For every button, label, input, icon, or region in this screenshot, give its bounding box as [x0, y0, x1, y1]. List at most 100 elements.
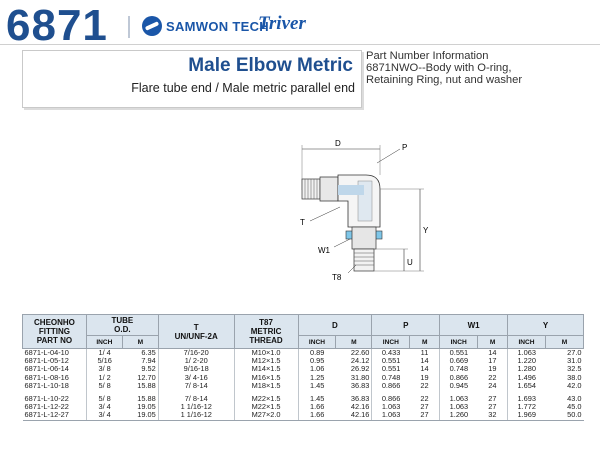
male-metric-end: [353, 248, 375, 272]
cell-w1-m: 24: [488, 380, 497, 390]
cell-d-m: 26.92: [350, 364, 370, 374]
cell-d-m: 31.80: [350, 372, 370, 382]
part-info-heading: Part Number Information: [366, 50, 489, 62]
cell-p-m: 22: [420, 394, 429, 404]
cell-t87: M22×1.5: [233, 403, 298, 412]
cell-y-m: 31.0: [567, 356, 582, 366]
cell-tube-m: 19.05: [122, 411, 159, 421]
cell-p-m: 22: [420, 380, 429, 390]
cell-tube-m: 15.88: [137, 394, 156, 404]
cell-t87: M16×1.5: [233, 373, 298, 382]
cell-w1-inch: 0.748: [439, 365, 478, 374]
header-d: D: [297, 314, 373, 336]
cell-w1-m: 14: [488, 348, 497, 357]
dimension-table-wrapper: CHEONHO FITTING PART NO TUBE O.D. T UN/U…: [22, 314, 585, 421]
cell-y-m: 38.0: [567, 372, 582, 382]
subheader-y-inch: INCH: [507, 335, 546, 349]
cell-w1-m: 22: [488, 372, 497, 382]
cell-d-inch: 1.66: [297, 403, 336, 412]
cell-t: 3/ 4-16: [157, 373, 235, 382]
subheader-tube-inch: INCH: [85, 335, 123, 349]
cell-tube-inch: 1/ 4: [85, 348, 123, 358]
cell-tube-m: 6.35: [141, 348, 156, 357]
cell-w1-m: 27: [488, 402, 497, 412]
cell-part-no: 6871-L-12-27: [22, 411, 87, 421]
table-row: 6871-L-10-18 5/ 8 15.88 7/ 8-14 M18×1.5 …: [23, 380, 584, 391]
header-t-line2: UN/UNF-2A: [174, 331, 218, 341]
cell-t87: M27×2.0: [233, 411, 298, 421]
table-row: 6871-L-12-22 3/ 4 19.05 1 1/16-12 M22×1.…: [23, 402, 584, 412]
header-y: Y: [507, 314, 584, 336]
cell-tube-inch: 5/16: [85, 356, 123, 366]
cell-d-inch: 0.89: [297, 348, 336, 358]
cell-t: 7/ 8-14: [157, 394, 235, 404]
cell-y-inch: 1.220: [507, 356, 546, 366]
cell-part-no: 6871-L-10-22: [24, 394, 69, 404]
cell-t: 1/ 2-20: [157, 356, 235, 366]
header-t-line1: T: [193, 322, 199, 332]
cell-tube-m: 7.94: [141, 356, 156, 366]
cell-t87: M18×1.5: [233, 381, 298, 391]
cell-p-inch: 1.063: [371, 403, 410, 412]
cell-y-inch: 1.654: [507, 381, 546, 391]
cell-part-no: 6871-L-10-18: [24, 380, 69, 390]
table-row: 6871-L-08-16 1/ 2 12.70 3/ 4-16 M16×1.5 …: [23, 372, 584, 382]
cell-w1-m: 27: [488, 394, 497, 404]
cell-p-m: 14: [420, 364, 429, 374]
header-t87-line2: METRIC: [250, 327, 282, 336]
cell-tube-inch: 5/ 8: [85, 394, 123, 404]
part-info-line-2: Retaining Ring, nut and washer: [366, 74, 523, 86]
cell-t87: M12×1.5: [233, 356, 298, 366]
cell-tube-m: 19.05: [137, 402, 156, 412]
flare-tube-end: [301, 176, 339, 202]
cell-d-inch: 0.95: [297, 356, 336, 366]
samwon-tech-logo: SAMWON TECH: [142, 16, 269, 36]
cell-y-m: 50.0: [545, 411, 584, 421]
cell-p-inch: 0.551: [371, 365, 410, 374]
cell-w1-inch: 0.551: [439, 348, 478, 358]
cell-part-no: 6871-L-12-22: [24, 402, 69, 412]
part-number-title: 6871: [6, 1, 108, 50]
header-p: P: [371, 314, 441, 336]
cell-p-inch: 0.433: [371, 348, 410, 358]
header-tube-od: TUBE O.D.: [85, 314, 159, 336]
samwon-logo-icon: [142, 16, 162, 36]
cell-y-inch: 1.063: [507, 348, 546, 358]
header-t-thread: T UN/UNF-2A: [157, 314, 235, 349]
cell-p-m: 19: [420, 372, 429, 382]
header-t87-line1: T87: [259, 318, 273, 327]
subheader-p-inch: INCH: [371, 335, 411, 349]
cell-d-inch: 1.66: [297, 411, 336, 421]
product-subtitle: Flare tube end / Male metric parallel en…: [131, 81, 355, 95]
cell-y-inch: 1.693: [507, 394, 546, 404]
part-number-info: Part Number Information 6871NWO--Body wi…: [366, 50, 594, 86]
cell-w1-inch: 0.945: [439, 381, 478, 391]
cell-p-m: 27: [420, 402, 429, 412]
title-box: Male Elbow Metric Flare tube end / Male …: [22, 50, 362, 108]
header-part-no-line2: FITTING: [38, 327, 71, 336]
cell-t87: M10×1.0: [233, 348, 298, 358]
cell-t87: M22×1.5: [233, 394, 298, 404]
label-w1: W1: [318, 246, 331, 255]
subheader-d-m: M: [335, 335, 373, 349]
subheader-tube-m: M: [121, 335, 159, 349]
samwon-logo-text: SAMWON TECH: [166, 18, 269, 34]
header-t87-line3: THREAD: [249, 336, 283, 345]
cell-t: 1 1/16-12: [157, 411, 235, 421]
cell-d-m: 22.60: [350, 348, 370, 357]
dimension-table: CHEONHO FITTING PART NO TUBE O.D. T UN/U…: [22, 314, 585, 421]
cell-p-m: 27: [409, 411, 440, 421]
cell-tube-inch: 1/ 2: [85, 373, 123, 382]
cell-t: 7/16-20: [157, 348, 235, 358]
cell-w1-inch: 1.063: [439, 394, 478, 404]
cell-w1-inch: 1.063: [439, 403, 478, 412]
part-info-line-1: 6871NWO--Body with O-ring,: [366, 62, 512, 74]
cell-w1-inch: 1.260: [439, 411, 478, 421]
elbow-fitting-diagram: D P T W1 T8 Y U: [300, 139, 429, 282]
cell-y-m: 43.0: [567, 394, 582, 404]
cell-tube-inch: 3/ 8: [85, 365, 123, 374]
subheader-y-m: M: [544, 335, 585, 349]
cell-p-inch: 0.866: [371, 394, 410, 404]
cell-t: 1 1/16-12: [157, 403, 235, 412]
cell-t: 9/16-18: [157, 365, 235, 374]
